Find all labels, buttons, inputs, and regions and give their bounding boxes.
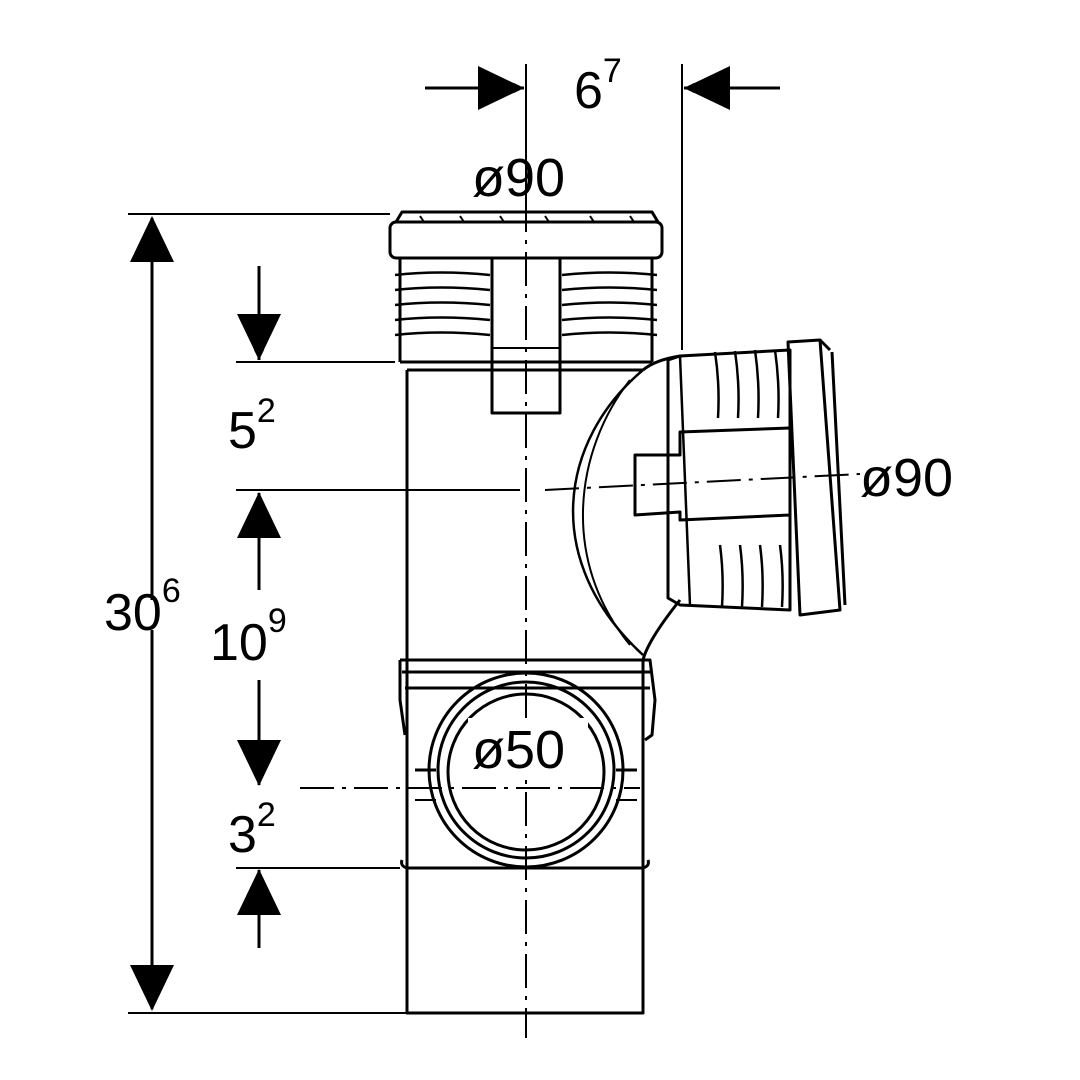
dim-access-offset: 32 <box>228 796 276 864</box>
branch-socket <box>571 338 847 656</box>
top-diameter-label: ø90 <box>472 148 565 208</box>
access-diameter-label: ø50 <box>472 720 565 780</box>
access-label-backdrop <box>468 718 588 776</box>
extension-lines <box>128 64 683 1014</box>
center-lines <box>300 90 861 1038</box>
arrowheads <box>130 66 730 1011</box>
branch-diameter-label: ø90 <box>860 448 953 508</box>
dim-upper-socket-depth: 52 <box>228 392 276 460</box>
dim-total-height: 306 <box>104 572 181 642</box>
dim-branch-to-access: 109 <box>210 602 287 672</box>
dim-top-offset: 67 <box>574 52 622 120</box>
